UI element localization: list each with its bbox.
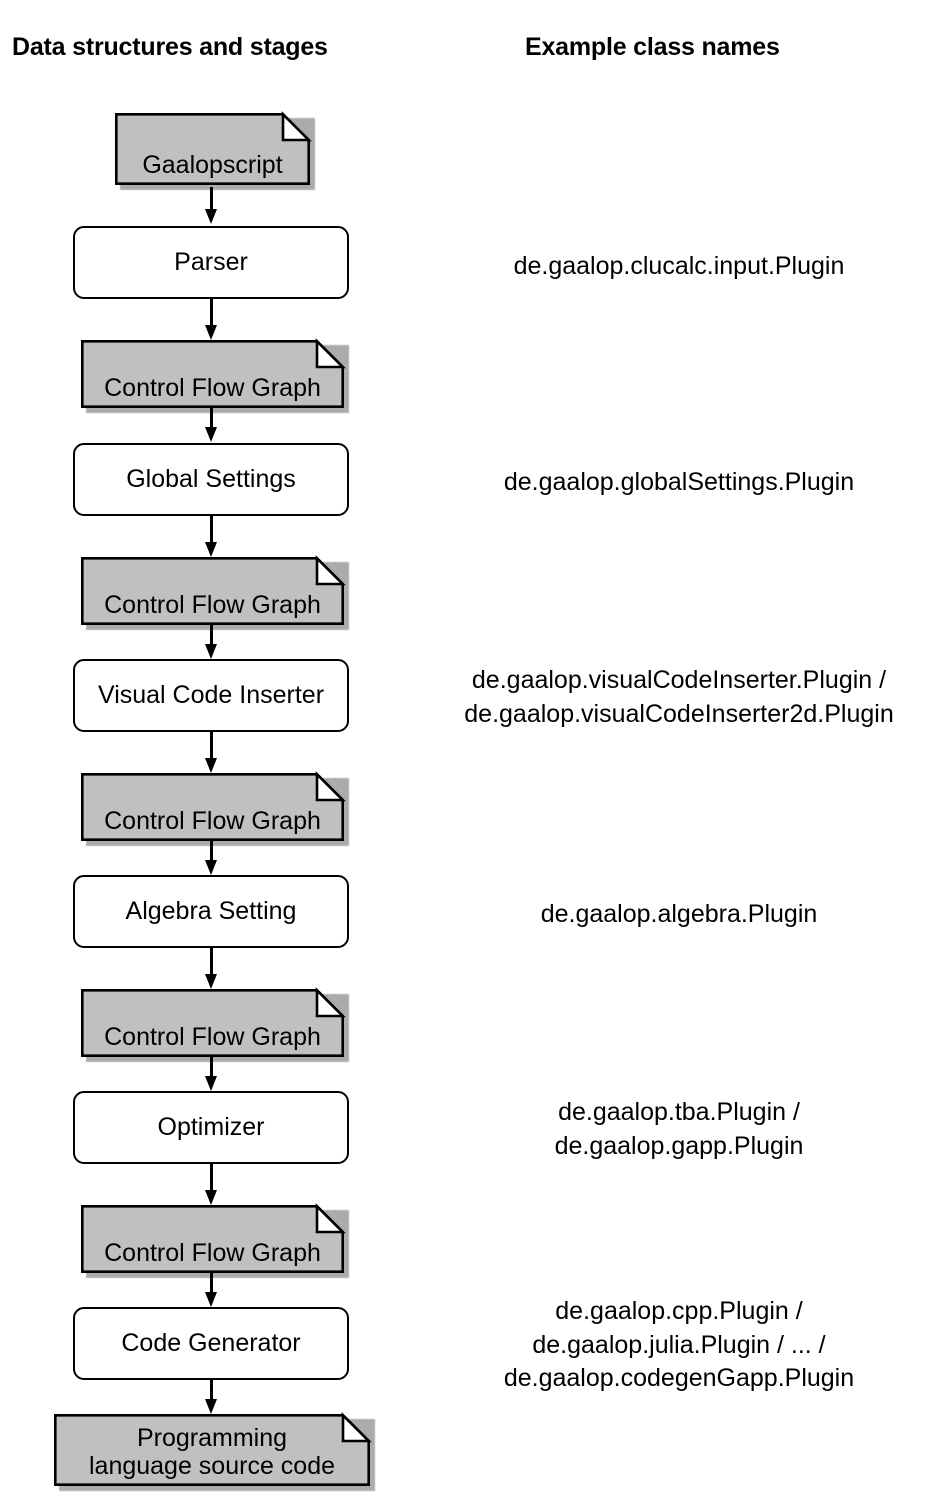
arrow-cfg-2-to-visual-code-inserter bbox=[205, 625, 218, 659]
node-body: Programming language source code bbox=[54, 1412, 372, 1486]
class-names-visual-code-inserter: de.gaalop.visualCodeInserter.Plugin / de… bbox=[464, 666, 894, 728]
column-header-class-names: Example class names bbox=[525, 33, 780, 61]
arrow-shaft bbox=[210, 732, 213, 760]
document-shape-icon bbox=[81, 771, 346, 841]
arrow-shaft bbox=[210, 187, 213, 211]
node-label: Code Generator bbox=[121, 1329, 301, 1358]
node-label: Algebra Setting bbox=[125, 897, 297, 926]
node-label: Optimizer bbox=[157, 1113, 265, 1142]
arrow-head-icon bbox=[205, 644, 217, 659]
arrow-shaft bbox=[210, 1057, 213, 1078]
node-visual-code-inserter[interactable]: Visual Code Inserter bbox=[73, 659, 349, 732]
arrow-head-icon bbox=[205, 542, 217, 557]
node-label: Control Flow Graph bbox=[104, 1239, 321, 1267]
arrow-head-icon bbox=[205, 758, 217, 773]
class-names-code-generator: de.gaalop.cpp.Plugin / de.gaalop.julia.P… bbox=[503, 1297, 855, 1392]
arrow-head-icon bbox=[205, 1399, 217, 1414]
node-body: Control Flow Graph bbox=[81, 1203, 346, 1273]
arrow-cfg-5-to-code-generator bbox=[205, 1273, 218, 1307]
node-label: Control Flow Graph bbox=[104, 1023, 321, 1051]
node-global-settings[interactable]: Global Settings bbox=[73, 443, 349, 516]
arrow-shaft bbox=[210, 1380, 213, 1401]
document-shape-icon bbox=[81, 987, 346, 1057]
arrow-algebra-setting-to-cfg-4 bbox=[205, 948, 218, 989]
node-body: Control Flow Graph bbox=[81, 987, 346, 1057]
node-body: Control Flow Graph bbox=[81, 555, 346, 625]
arrow-gaalopscript-to-parser bbox=[205, 187, 218, 224]
arrow-code-generator-to-source-code bbox=[205, 1380, 218, 1414]
class-names-parser: de.gaalop.clucalc.input.Plugin bbox=[513, 252, 845, 280]
arrow-shaft bbox=[210, 516, 213, 544]
node-algebra-setting[interactable]: Algebra Setting bbox=[73, 875, 349, 948]
arrow-global-settings-to-cfg-2 bbox=[205, 516, 218, 557]
arrow-head-icon bbox=[205, 1292, 217, 1307]
node-control-flow-graph-3[interactable]: Control Flow Graph bbox=[81, 771, 349, 846]
node-gaalopscript[interactable]: Gaalopscript bbox=[115, 111, 315, 190]
arrow-shaft bbox=[210, 625, 213, 646]
node-label: Control Flow Graph bbox=[104, 591, 321, 619]
node-programming-language-source-code[interactable]: Programming language source code bbox=[54, 1412, 375, 1491]
node-label-line-2: language source code bbox=[88, 1452, 336, 1481]
arrow-optimizer-to-cfg-5 bbox=[205, 1164, 218, 1205]
arrow-head-icon bbox=[205, 325, 217, 340]
node-label: Programming language source code bbox=[54, 1424, 370, 1482]
document-shape-icon bbox=[81, 555, 346, 625]
node-control-flow-graph-1[interactable]: Control Flow Graph bbox=[81, 338, 349, 413]
node-parser[interactable]: Parser bbox=[73, 226, 349, 299]
arrow-head-icon bbox=[205, 1076, 217, 1091]
arrow-head-icon bbox=[205, 427, 217, 442]
arrow-visual-code-inserter-to-cfg-3 bbox=[205, 732, 218, 773]
class-names-optimizer: de.gaalop.tba.Plugin / de.gaalop.gapp.Pl… bbox=[554, 1098, 804, 1160]
arrow-shaft bbox=[210, 948, 213, 976]
document-shape-icon bbox=[54, 1412, 372, 1486]
arrow-head-icon bbox=[205, 1190, 217, 1205]
document-shape-icon bbox=[115, 111, 312, 185]
node-label: Control Flow Graph bbox=[104, 374, 321, 402]
arrow-parser-to-cfg-1 bbox=[205, 299, 218, 340]
node-label: Gaalopscript bbox=[142, 151, 283, 179]
arrow-shaft bbox=[210, 299, 213, 327]
arrow-cfg-1-to-global-settings bbox=[205, 408, 218, 442]
flow-diagram: Gaalopscript Parser Control Flow Graph G… bbox=[0, 0, 420, 1500]
arrow-shaft bbox=[210, 1164, 213, 1192]
document-shape-icon bbox=[81, 338, 346, 408]
column-header-data-structures: Data structures and stages bbox=[12, 33, 328, 61]
node-control-flow-graph-4[interactable]: Control Flow Graph bbox=[81, 987, 349, 1062]
node-label: Visual Code Inserter bbox=[97, 681, 325, 710]
node-label: Parser bbox=[174, 248, 248, 277]
class-names-algebra-setting: de.gaalop.algebra.Plugin bbox=[540, 900, 818, 928]
arrow-shaft bbox=[210, 841, 213, 862]
node-label: Global Settings bbox=[126, 465, 296, 494]
node-control-flow-graph-5[interactable]: Control Flow Graph bbox=[81, 1203, 349, 1278]
node-optimizer[interactable]: Optimizer bbox=[73, 1091, 349, 1164]
node-label-line-1: Programming bbox=[136, 1423, 288, 1452]
arrow-head-icon bbox=[205, 860, 217, 875]
node-body: Control Flow Graph bbox=[81, 771, 346, 841]
node-code-generator[interactable]: Code Generator bbox=[73, 1307, 349, 1380]
node-body: Gaalopscript bbox=[115, 111, 312, 185]
node-body: Control Flow Graph bbox=[81, 338, 346, 408]
node-label: Control Flow Graph bbox=[104, 807, 321, 835]
arrow-shaft bbox=[210, 408, 213, 429]
arrow-head-icon bbox=[205, 974, 217, 989]
arrow-shaft bbox=[210, 1273, 213, 1294]
node-control-flow-graph-2[interactable]: Control Flow Graph bbox=[81, 555, 349, 630]
document-shape-icon bbox=[81, 1203, 346, 1273]
arrow-head-icon bbox=[205, 209, 217, 224]
arrow-cfg-4-to-optimizer bbox=[205, 1057, 218, 1091]
arrow-cfg-3-to-algebra-setting bbox=[205, 841, 218, 875]
class-names-global-settings: de.gaalop.globalSettings.Plugin bbox=[503, 468, 855, 496]
